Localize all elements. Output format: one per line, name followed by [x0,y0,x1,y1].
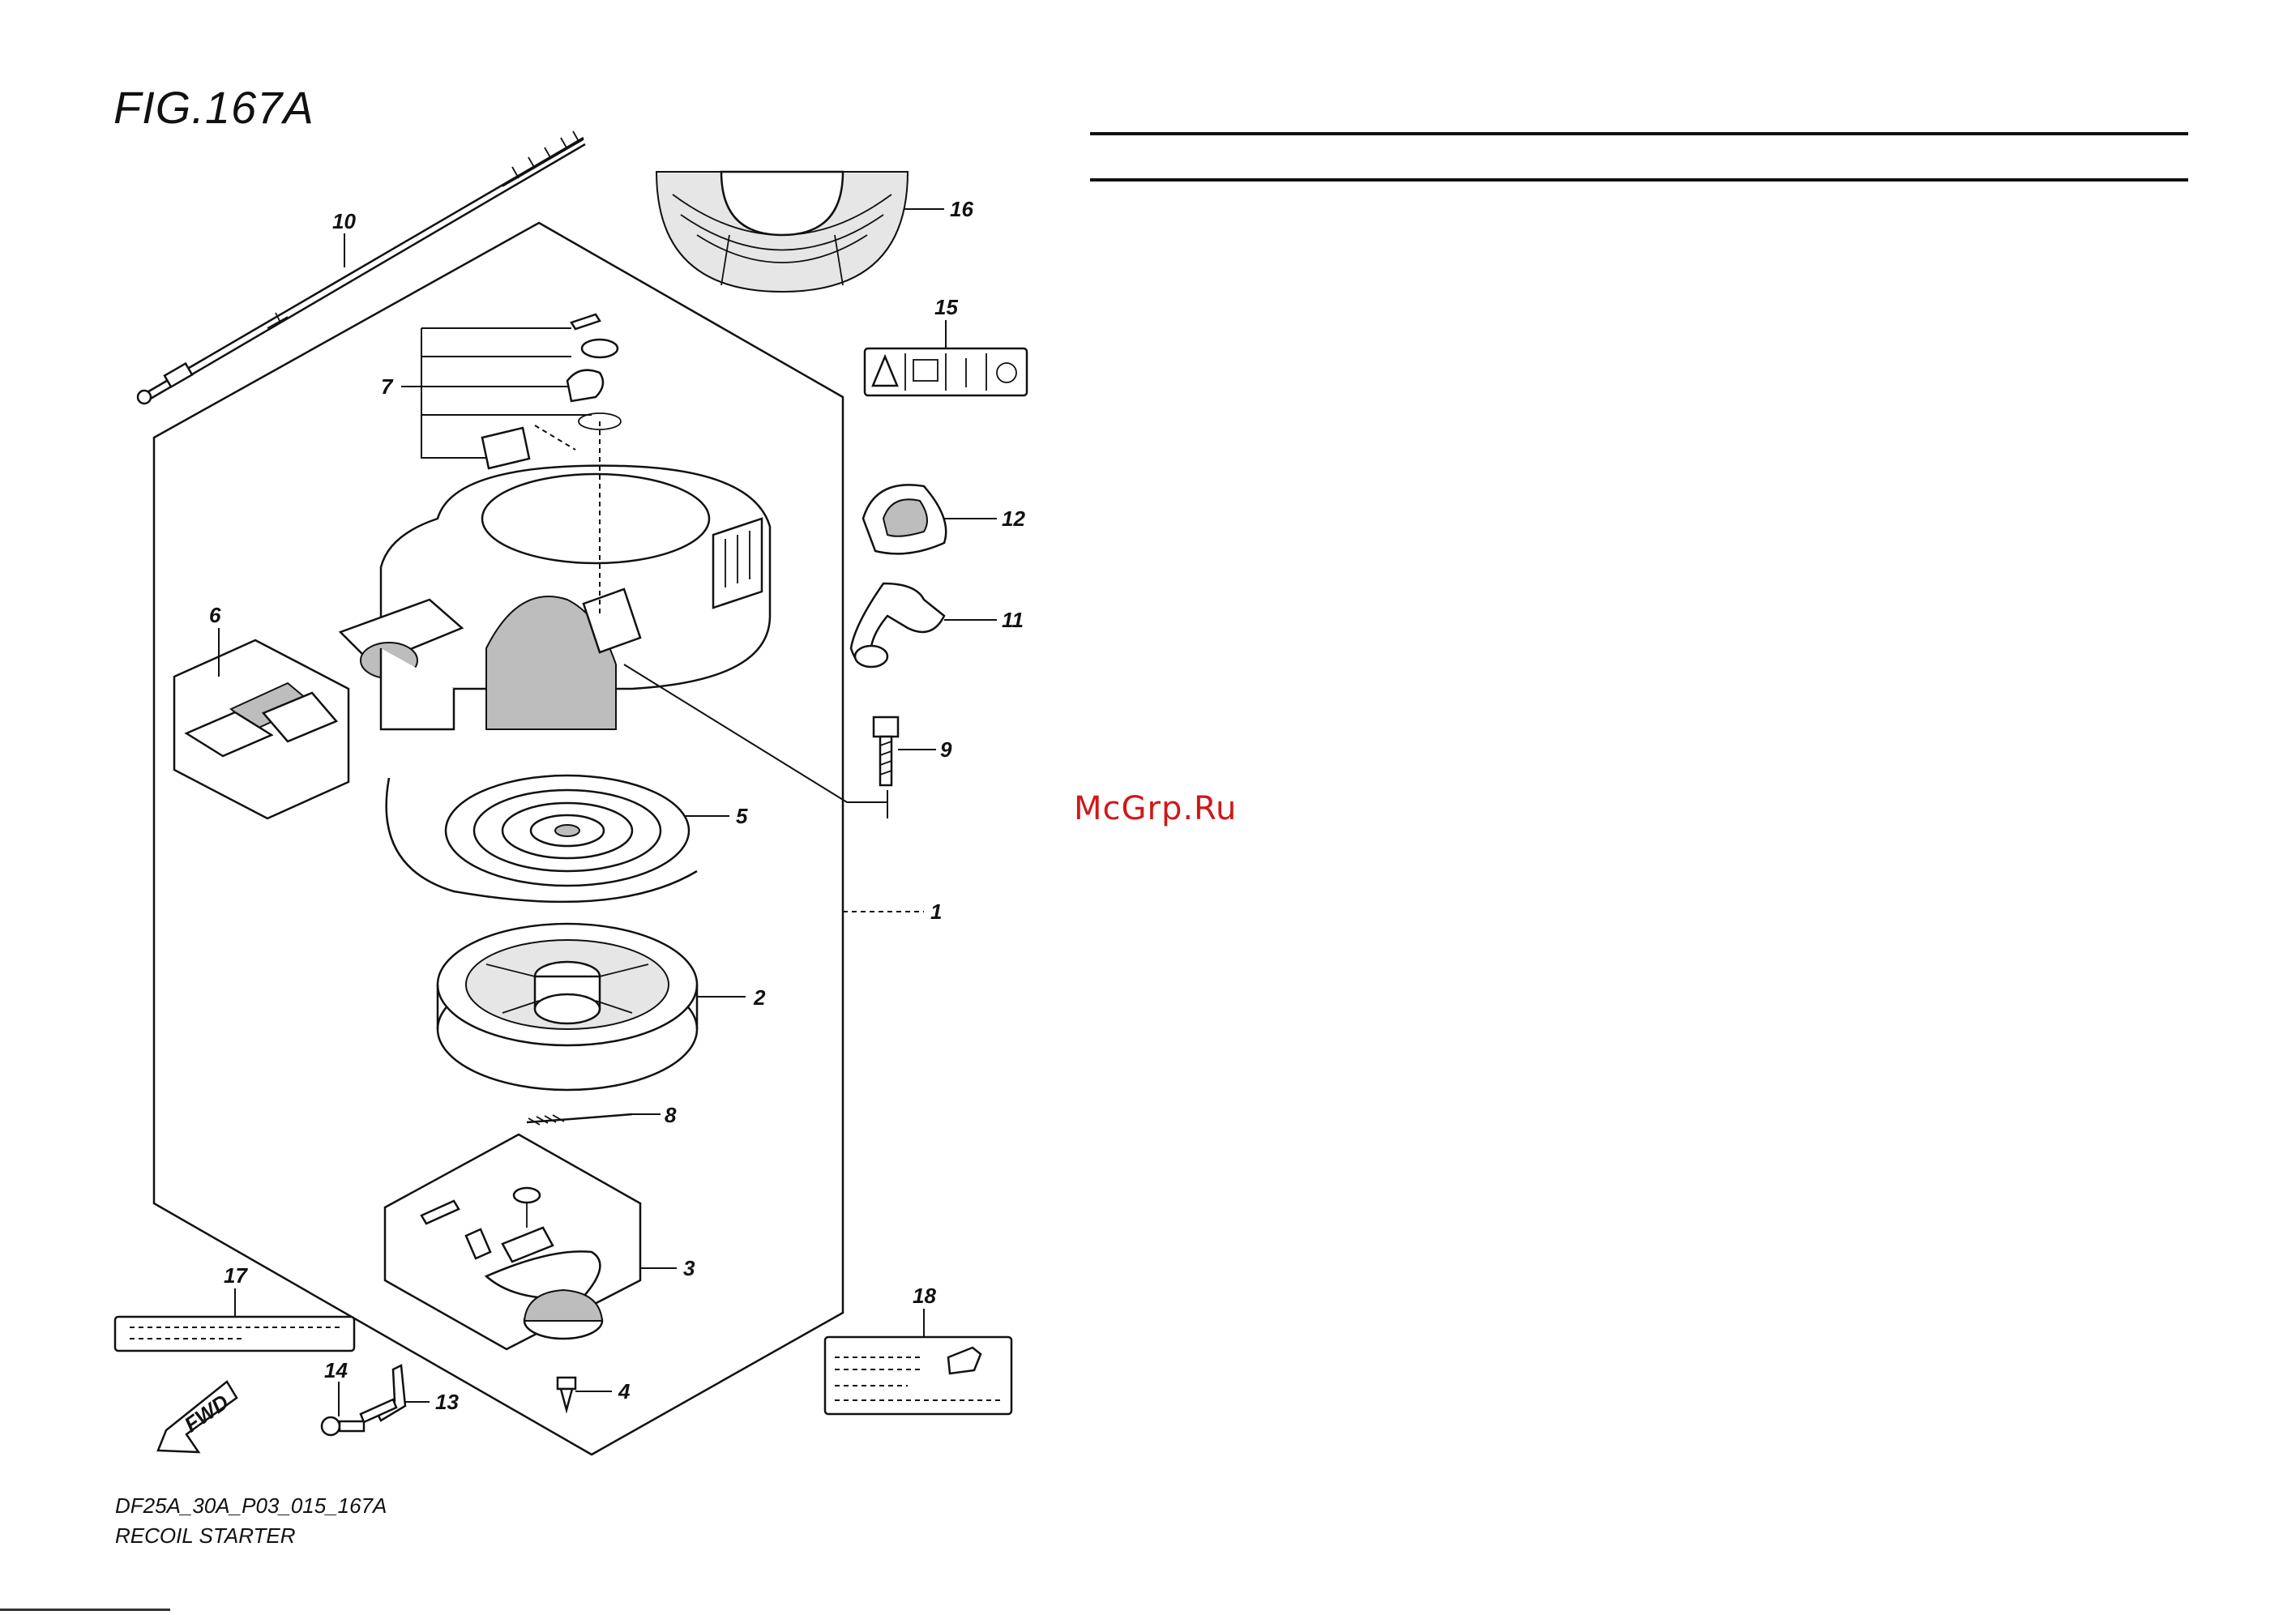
callout-2: 2 [753,985,766,1010]
part-13-bracket[interactable] [361,1365,405,1422]
callout-9: 9 [940,737,952,762]
part-1-starter-case[interactable] [340,466,770,729]
part-2-reel[interactable] [438,924,697,1090]
callout-15: 15 [934,295,958,319]
callout-18: 18 [913,1284,936,1308]
fwd-arrow: FWD [158,1382,237,1452]
part-15-warning-label[interactable] [865,348,1027,395]
callout-4: 4 [618,1379,631,1404]
callout-12: 12 [1002,506,1025,531]
assembly-boundary [154,223,843,1455]
callout-5: 5 [736,804,748,828]
part-16-cover-pad[interactable] [656,172,908,292]
callout-1: 1 [930,899,942,924]
callout-8: 8 [665,1103,677,1127]
part-7-stopper-kit[interactable] [421,314,621,468]
callout-16: 16 [950,197,973,221]
callout-6: 6 [209,603,221,627]
part-10-cable[interactable] [138,131,585,404]
callout-14: 14 [324,1358,348,1382]
callout-11: 11 [1002,608,1024,632]
callout-17: 17 [224,1263,248,1288]
part-18-label[interactable] [825,1337,1011,1414]
part-4-screw[interactable] [558,1378,575,1410]
axis-line-2 [535,425,575,450]
part-11-hose[interactable] [851,583,944,667]
part-3-ratchet-kit[interactable] [385,1134,640,1349]
callout-3: 3 [683,1256,695,1280]
part-14-bolt[interactable] [322,1417,364,1435]
part-6-handle-kit[interactable] [174,640,348,818]
part-17-label[interactable] [115,1317,354,1351]
callout-13: 13 [435,1390,459,1414]
part-9-bolt[interactable] [874,717,898,785]
callout-10: 10 [332,209,356,233]
part-5-spring[interactable] [387,775,697,902]
part-12-clamp[interactable] [863,485,946,553]
callout-7: 7 [381,374,394,399]
part-8-rope[interactable] [527,1114,632,1125]
